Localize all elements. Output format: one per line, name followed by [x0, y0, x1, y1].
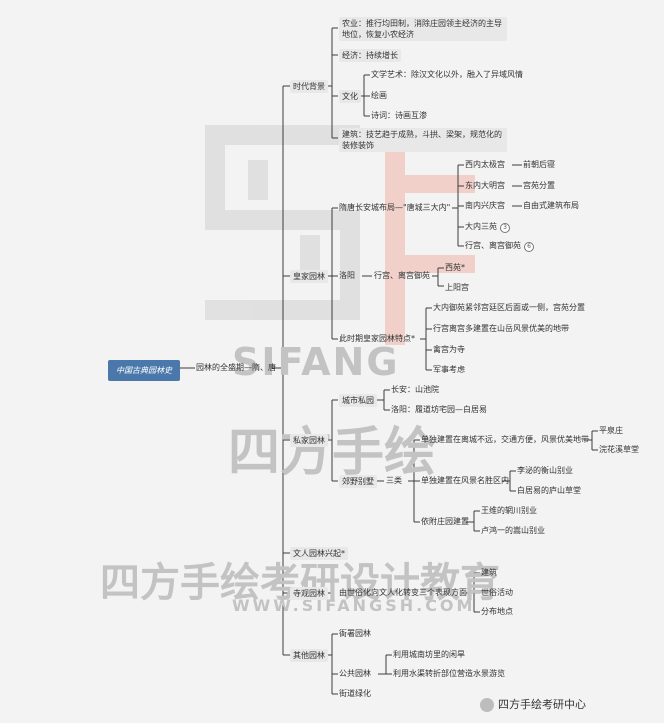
feature-4[interactable]: 军事考虑 [433, 365, 465, 374]
root-node[interactable]: 中国古典园林史 [108, 360, 180, 381]
watermark-url: WWW.SIFANGSH.COM [232, 596, 476, 615]
villa-type-1[interactable]: 单独建置在离城不远，交通方便，风景优美地带 [421, 435, 589, 444]
yamen-garden[interactable]: 衙署园林 [339, 629, 371, 638]
wechat-icon [480, 698, 494, 712]
note-free-layout[interactable]: 自由式建筑布局 [523, 201, 579, 210]
other-node[interactable]: 其他园林 [290, 649, 328, 662]
economy-node[interactable]: 经济：持续增长 [339, 49, 401, 62]
wangchuan[interactable]: 王维的辋川别业 [481, 506, 537, 515]
changan-layout[interactable]: 隋唐长安城布局—"唐城三大内" [339, 203, 451, 212]
villa-type-2[interactable]: 单独建置在风景名胜区内 [421, 476, 509, 485]
background-node[interactable]: 时代背景 [290, 80, 328, 93]
public-item-2[interactable]: 利用水渠转折部位营造水景游览 [393, 669, 505, 678]
temple-activities[interactable]: 世俗活动 [481, 588, 513, 597]
watermark-brand: SIFANG [232, 340, 400, 384]
lushan[interactable]: 白居易的庐山草堂 [517, 486, 581, 495]
royal-node[interactable]: 皇家园林 [290, 270, 328, 283]
culture-node[interactable]: 文化 [339, 90, 361, 103]
city-luoyang[interactable]: 洛阳：履道坊宅园—白居易 [391, 405, 487, 414]
palace-daming[interactable]: 东内大明宫 [465, 181, 505, 190]
temple-architecture[interactable]: 建筑 [481, 568, 497, 577]
count-badge: 3 [500, 223, 510, 233]
footer-credit: 四方手绘考研中心 [480, 696, 586, 712]
pingquan[interactable]: 平泉庄 [599, 426, 623, 435]
villa-node[interactable]: 郊野别墅 [339, 475, 377, 488]
villa-type-3[interactable]: 依附庄园建置 [421, 517, 469, 526]
city-changan[interactable]: 长安：山池院 [391, 385, 439, 394]
palace-three-gardens-label: 大内三苑 [465, 222, 497, 231]
temple-sub[interactable]: 由世俗化向文人化转变三个表现方面 [339, 588, 467, 597]
architecture-node[interactable]: 建筑：技艺趋于成熟，斗拱、梁架，规范化的装修装饰 [339, 128, 507, 152]
palace-xingqing[interactable]: 南内兴庆宫 [465, 201, 505, 210]
luoyang-xiyuan[interactable]: 西苑* [445, 263, 465, 272]
watermark-cn: 四方手绘 [228, 423, 437, 483]
public-item-1[interactable]: 利用城南坊里的闲旱 [393, 650, 465, 659]
agriculture-node[interactable]: 农业：推行均田制，消除庄园领主经济的主导地位，恢复小农经济 [339, 17, 507, 41]
luoyang-node[interactable]: 洛阳 [339, 271, 355, 280]
count-badge: 6 [524, 242, 534, 252]
street-greening[interactable]: 街道绿化 [339, 689, 371, 698]
luoyang-detached[interactable]: 行宫、离宫御苑 [374, 271, 430, 280]
feature-3[interactable]: 禽宫为寺 [433, 345, 465, 354]
culture-painting[interactable]: 绘画 [371, 91, 387, 100]
watermark-logo [205, 125, 475, 345]
songshan[interactable]: 卢鸿一的嵩山别业 [481, 526, 545, 535]
feature-1[interactable]: 大内御苑紧邻宫廷区后面或一侧，宫苑分置 [433, 303, 585, 312]
luoyang-shangyang[interactable]: 上阳宫 [445, 283, 469, 292]
era-node[interactable]: 园林的全盛期—隋、唐 [196, 363, 276, 372]
three-types[interactable]: 三类 [386, 476, 402, 485]
royal-features[interactable]: 此时期皇家园林特点* [339, 334, 415, 343]
note-front-court[interactable]: 前朝后寝 [523, 160, 555, 169]
note-separate[interactable]: 宫苑分置 [523, 181, 555, 190]
temple-node[interactable]: 寺观园林 [290, 587, 328, 600]
city-garden[interactable]: 城市私园 [339, 394, 377, 407]
public-garden[interactable]: 公共园林 [339, 669, 371, 678]
palace-taiji[interactable]: 西内太极宫 [465, 160, 505, 169]
feature-2[interactable]: 行宫离宫多建置在山岳风景优美的地带 [433, 324, 569, 333]
footer-text: 四方手绘考研中心 [498, 698, 586, 711]
private-node[interactable]: 私家园林 [290, 434, 328, 447]
temple-distribution[interactable]: 分布地点 [481, 607, 513, 616]
huanhuaxi[interactable]: 浣花溪草堂 [599, 445, 639, 454]
hengshan[interactable]: 李泌的衡山别业 [517, 466, 573, 475]
palace-detached-label: 行宫、离宫御苑 [465, 241, 521, 250]
culture-poetry[interactable]: 诗词：诗画互渗 [371, 111, 427, 120]
culture-literature[interactable]: 文学艺术：除汉文化以外，融入了异域风情 [371, 70, 523, 79]
literati-node[interactable]: 文人园林兴起* [290, 547, 348, 560]
